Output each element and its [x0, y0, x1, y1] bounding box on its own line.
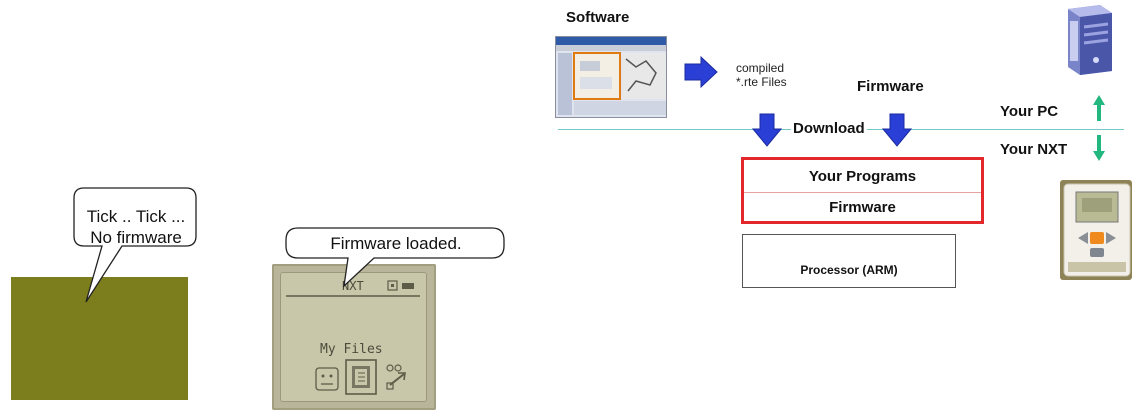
firmware-label: Firmware: [857, 78, 924, 95]
pc-tower-icon: [1068, 5, 1112, 75]
down-arrow-icon: [1093, 135, 1105, 161]
nxt-lcd-display: NXT: [280, 272, 427, 402]
processor-label: Processor (ARM): [800, 263, 898, 277]
your-programs-label: Your Programs: [808, 168, 917, 185]
robot-face-icon: [315, 367, 339, 391]
nxt-brick-icon: [1060, 180, 1132, 280]
speech-bubble-no-firmware: [73, 187, 197, 303]
nxt-lcd-graphics: [286, 280, 420, 395]
software-screenshot: [555, 36, 667, 118]
bubble-text-line-2: No firmware: [90, 228, 182, 247]
memory-separator: [744, 192, 981, 193]
download-arrow-icon: [752, 113, 782, 147]
bubble-text-firmware-loaded: Firmware loaded.: [330, 234, 462, 253]
nxt-memory-box: [741, 157, 984, 224]
download-label: Download: [791, 120, 867, 137]
up-arrow-icon: [1093, 95, 1105, 121]
firmware-box-label: Firmware: [829, 199, 896, 216]
connector-icon: [386, 364, 406, 390]
files-icon: [345, 359, 377, 395]
software-window-graphic: [556, 37, 666, 115]
software-label: Software: [566, 9, 630, 26]
your-pc-label: Your PC: [1000, 103, 1059, 120]
speech-bubble-firmware-loaded: [285, 227, 505, 288]
blank-nxt-screen: [11, 277, 188, 400]
processor-box: [742, 234, 956, 288]
bubble-text-line-1: Tick .. Tick ...: [86, 207, 186, 226]
right-arrow-icon: [684, 55, 718, 89]
nxt-menu-title: My Files: [320, 342, 383, 357]
compiled-text-line-2: *.rte Files: [736, 75, 787, 89]
nxt-screen-loaded: NXT: [272, 264, 436, 410]
your-nxt-label: Your NXT: [1000, 141, 1068, 158]
compiled-text-line-1: compiled: [736, 61, 785, 75]
download-arrow-icon: [882, 113, 912, 147]
